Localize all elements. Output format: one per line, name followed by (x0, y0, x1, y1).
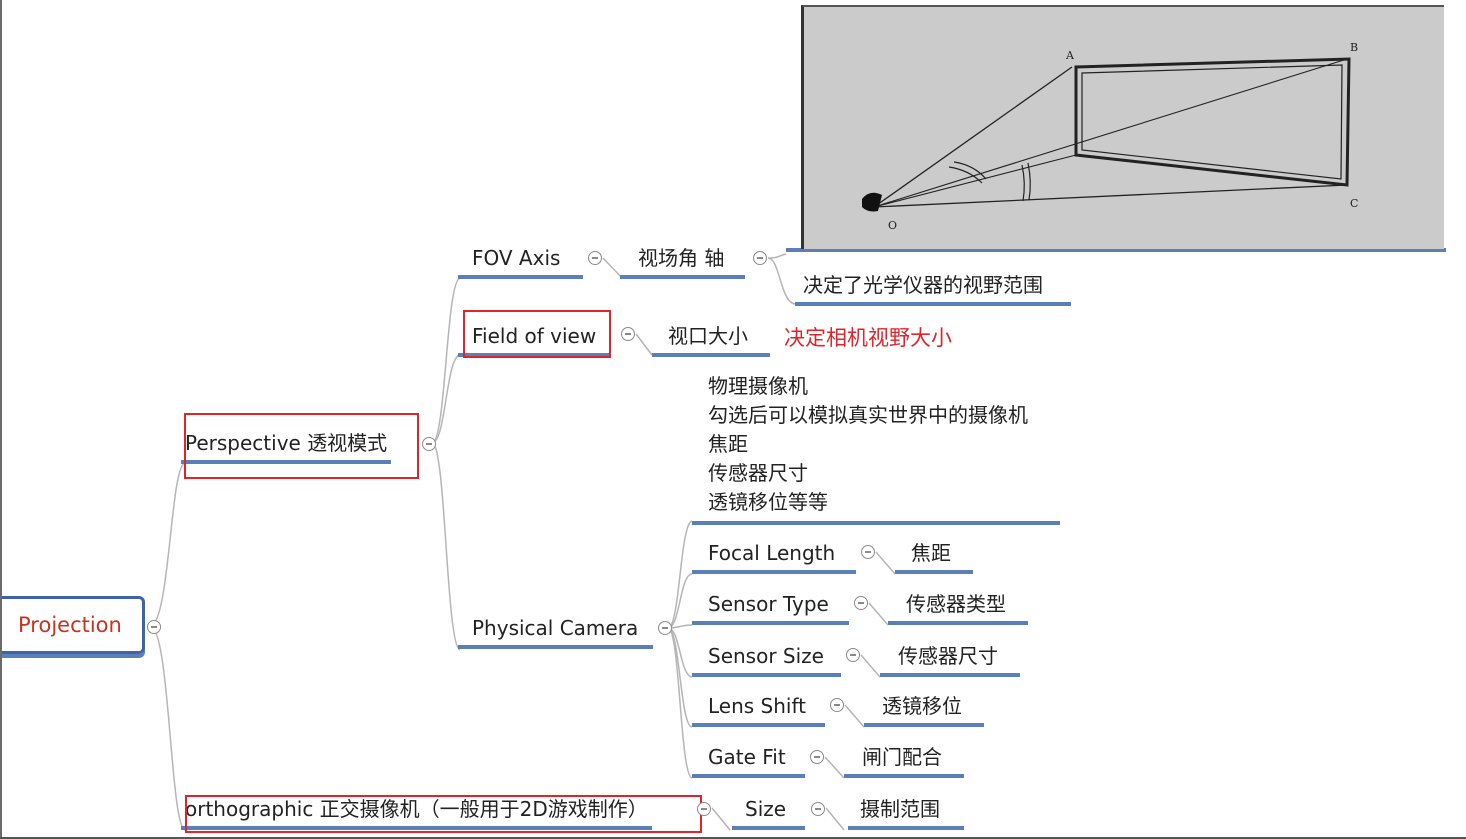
collapse-root-icon[interactable] (147, 620, 161, 634)
window-edge-bottom (0, 837, 1466, 839)
node-lens-shift-child-label: 透镜移位 (882, 694, 962, 718)
node-fov-axis-child-label: 视场角 轴 (638, 246, 725, 270)
node-perspective[interactable]: Perspective 透视模式 (181, 430, 392, 464)
node-gate-fit-child: 闸门配合 (844, 744, 964, 778)
note-line-5: 透镜移位等等 (708, 490, 828, 514)
node-size[interactable]: Size (732, 796, 805, 830)
node-fov-axis-note-label: 决定了光学仪器的视野范围 (803, 273, 1043, 297)
node-gate-fit-child-label: 闸门配合 (862, 745, 942, 769)
node-lens-shift-label: Lens Shift (708, 694, 807, 718)
node-sensor-type-label: Sensor Type (708, 592, 829, 616)
node-physical-camera-notes: 物理摄像机 勾选后可以模拟真实世界中的摄像机 焦距 传感器尺寸 透镜移位等等 (692, 372, 1060, 525)
collapse-fov-axis-child-icon[interactable] (753, 251, 767, 265)
node-fov-axis-child[interactable]: 视场角 轴 (620, 245, 745, 279)
point-label-c: C (1350, 197, 1358, 210)
root-node-projection[interactable]: Projection (2, 596, 145, 654)
collapse-lens-shift-icon[interactable] (830, 698, 844, 712)
node-sensor-type[interactable]: Sensor Type (692, 591, 849, 625)
node-perspective-label: Perspective 透视模式 (185, 431, 388, 455)
node-sensor-size[interactable]: Sensor Size (692, 643, 841, 677)
fov-illustration-image: A B C O (801, 5, 1444, 249)
collapse-sensor-size-icon[interactable] (846, 648, 860, 662)
node-focal-length-child-label: 焦距 (911, 541, 951, 565)
node-gate-fit-label: Gate Fit (708, 745, 786, 769)
note-line-2: 勾选后可以模拟真实世界中的摄像机 (708, 403, 1028, 427)
note-line-4: 传感器尺寸 (708, 461, 808, 485)
point-label-b: B (1350, 41, 1358, 54)
node-orthographic[interactable]: orthographic 正交摄像机（一般用于2D游戏制作） (181, 796, 652, 830)
node-sensor-size-child-label: 传感器尺寸 (898, 644, 998, 668)
node-lens-shift[interactable]: Lens Shift (692, 693, 825, 727)
node-size-child: 摄制范围 (848, 796, 964, 830)
node-sensor-size-label: Sensor Size (708, 644, 824, 668)
point-label-a: A (1065, 49, 1075, 62)
collapse-field-of-view-icon[interactable] (621, 327, 635, 341)
collapse-size-icon[interactable] (811, 802, 825, 816)
node-sensor-type-child-label: 传感器类型 (906, 592, 1006, 616)
node-field-of-view[interactable]: Field of view (458, 323, 611, 357)
node-sensor-type-child: 传感器类型 (888, 591, 1028, 625)
collapse-physical-camera-icon[interactable] (658, 621, 672, 635)
node-size-child-label: 摄制范围 (860, 797, 940, 821)
node-fov-axis-note: 决定了光学仪器的视野范围 (795, 272, 1071, 306)
node-physical-camera[interactable]: Physical Camera (458, 615, 653, 649)
node-focal-length[interactable]: Focal Length (692, 540, 856, 574)
node-fov-axis[interactable]: FOV Axis (458, 245, 583, 279)
window-edge-left (0, 0, 2, 839)
annotation-field-of-view: 决定相机视野大小 (780, 325, 956, 355)
collapse-perspective-icon[interactable] (422, 437, 436, 451)
node-fov-axis-label: FOV Axis (472, 246, 561, 270)
note-line-1: 物理摄像机 (708, 374, 808, 398)
node-field-of-view-child[interactable]: 视口大小 (652, 323, 770, 357)
collapse-orthographic-icon[interactable] (697, 802, 711, 816)
collapse-fov-axis-icon[interactable] (588, 251, 602, 265)
node-focal-length-child: 焦距 (895, 540, 973, 574)
node-physical-camera-label: Physical Camera (472, 616, 639, 640)
node-size-label: Size (745, 797, 787, 821)
annotation-field-of-view-text: 决定相机视野大小 (784, 326, 952, 350)
node-field-of-view-child-label: 视口大小 (668, 324, 748, 348)
node-focal-length-label: Focal Length (708, 541, 836, 565)
collapse-focal-length-icon[interactable] (861, 545, 875, 559)
node-orthographic-label: orthographic 正交摄像机（一般用于2D游戏制作） (185, 797, 648, 821)
fov-illustration-drawing: A B C O (862, 41, 1358, 232)
point-label-o: O (888, 219, 897, 232)
root-node-label: Projection (18, 613, 122, 637)
node-field-of-view-label: Field of view (472, 324, 597, 348)
node-gate-fit[interactable]: Gate Fit (692, 744, 805, 778)
collapse-sensor-type-icon[interactable] (854, 596, 868, 610)
note-line-3: 焦距 (708, 432, 748, 456)
collapse-gate-fit-icon[interactable] (810, 750, 824, 764)
node-sensor-size-child: 传感器尺寸 (880, 643, 1020, 677)
node-lens-shift-child: 透镜移位 (864, 693, 984, 727)
image-attachment-underline (786, 248, 1446, 252)
